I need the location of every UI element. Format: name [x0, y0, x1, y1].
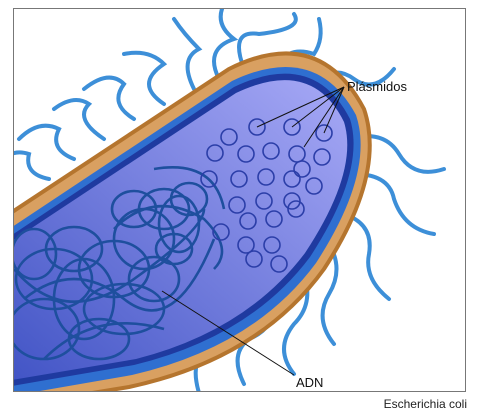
flagellum: [82, 75, 136, 121]
dna-label: ADN: [296, 375, 323, 390]
plasmid: [237, 236, 255, 254]
plasmid: [313, 148, 331, 166]
flagellum: [122, 50, 168, 106]
plasmid: [245, 250, 263, 268]
leader-lines: [161, 86, 345, 376]
plasmid: [200, 170, 218, 188]
dna-leader-line: [161, 290, 295, 376]
ecoli-diagram: Plásmidos ADN: [14, 9, 446, 391]
plasmid-leader-line: [291, 86, 345, 128]
plasmid: [283, 170, 301, 188]
diagram-frame: Plásmidos ADN: [13, 8, 466, 392]
flagellum: [14, 150, 51, 181]
plasmid: [262, 142, 280, 160]
flagellum: [237, 12, 298, 71]
flagellum: [172, 17, 203, 91]
plasmid: [220, 128, 238, 146]
plasmid: [239, 212, 257, 230]
plasmid: [283, 118, 301, 136]
flagellum: [320, 242, 339, 346]
caption: Escherichia coli: [383, 397, 467, 411]
plasmid-leader-line: [323, 86, 345, 134]
plasmid: [283, 192, 301, 210]
plasmids: [200, 118, 333, 273]
plasmid-leader-line: [303, 86, 345, 148]
plasmid: [270, 255, 288, 273]
flagellum: [52, 98, 106, 141]
plasmid: [287, 200, 305, 218]
plasmid: [248, 118, 266, 136]
plasmid: [206, 144, 224, 162]
plasmid: [212, 223, 230, 241]
plasmid: [315, 124, 333, 142]
plasmid: [228, 196, 246, 214]
flagellum: [342, 212, 391, 301]
plasmid: [255, 192, 273, 210]
flagellum: [17, 123, 76, 161]
plasmid: [293, 160, 311, 178]
plasmid: [230, 170, 248, 188]
plasmids-label: Plásmidos: [347, 79, 407, 94]
plasmid-leader-line: [256, 86, 345, 128]
plasmid: [265, 210, 283, 228]
flagellum: [212, 9, 239, 81]
plasmid: [305, 177, 323, 195]
dna-nucleoid: [14, 166, 226, 361]
plasmid: [257, 168, 275, 186]
plasmid: [237, 145, 255, 163]
plasmid: [263, 236, 281, 254]
flagellum: [352, 172, 436, 236]
